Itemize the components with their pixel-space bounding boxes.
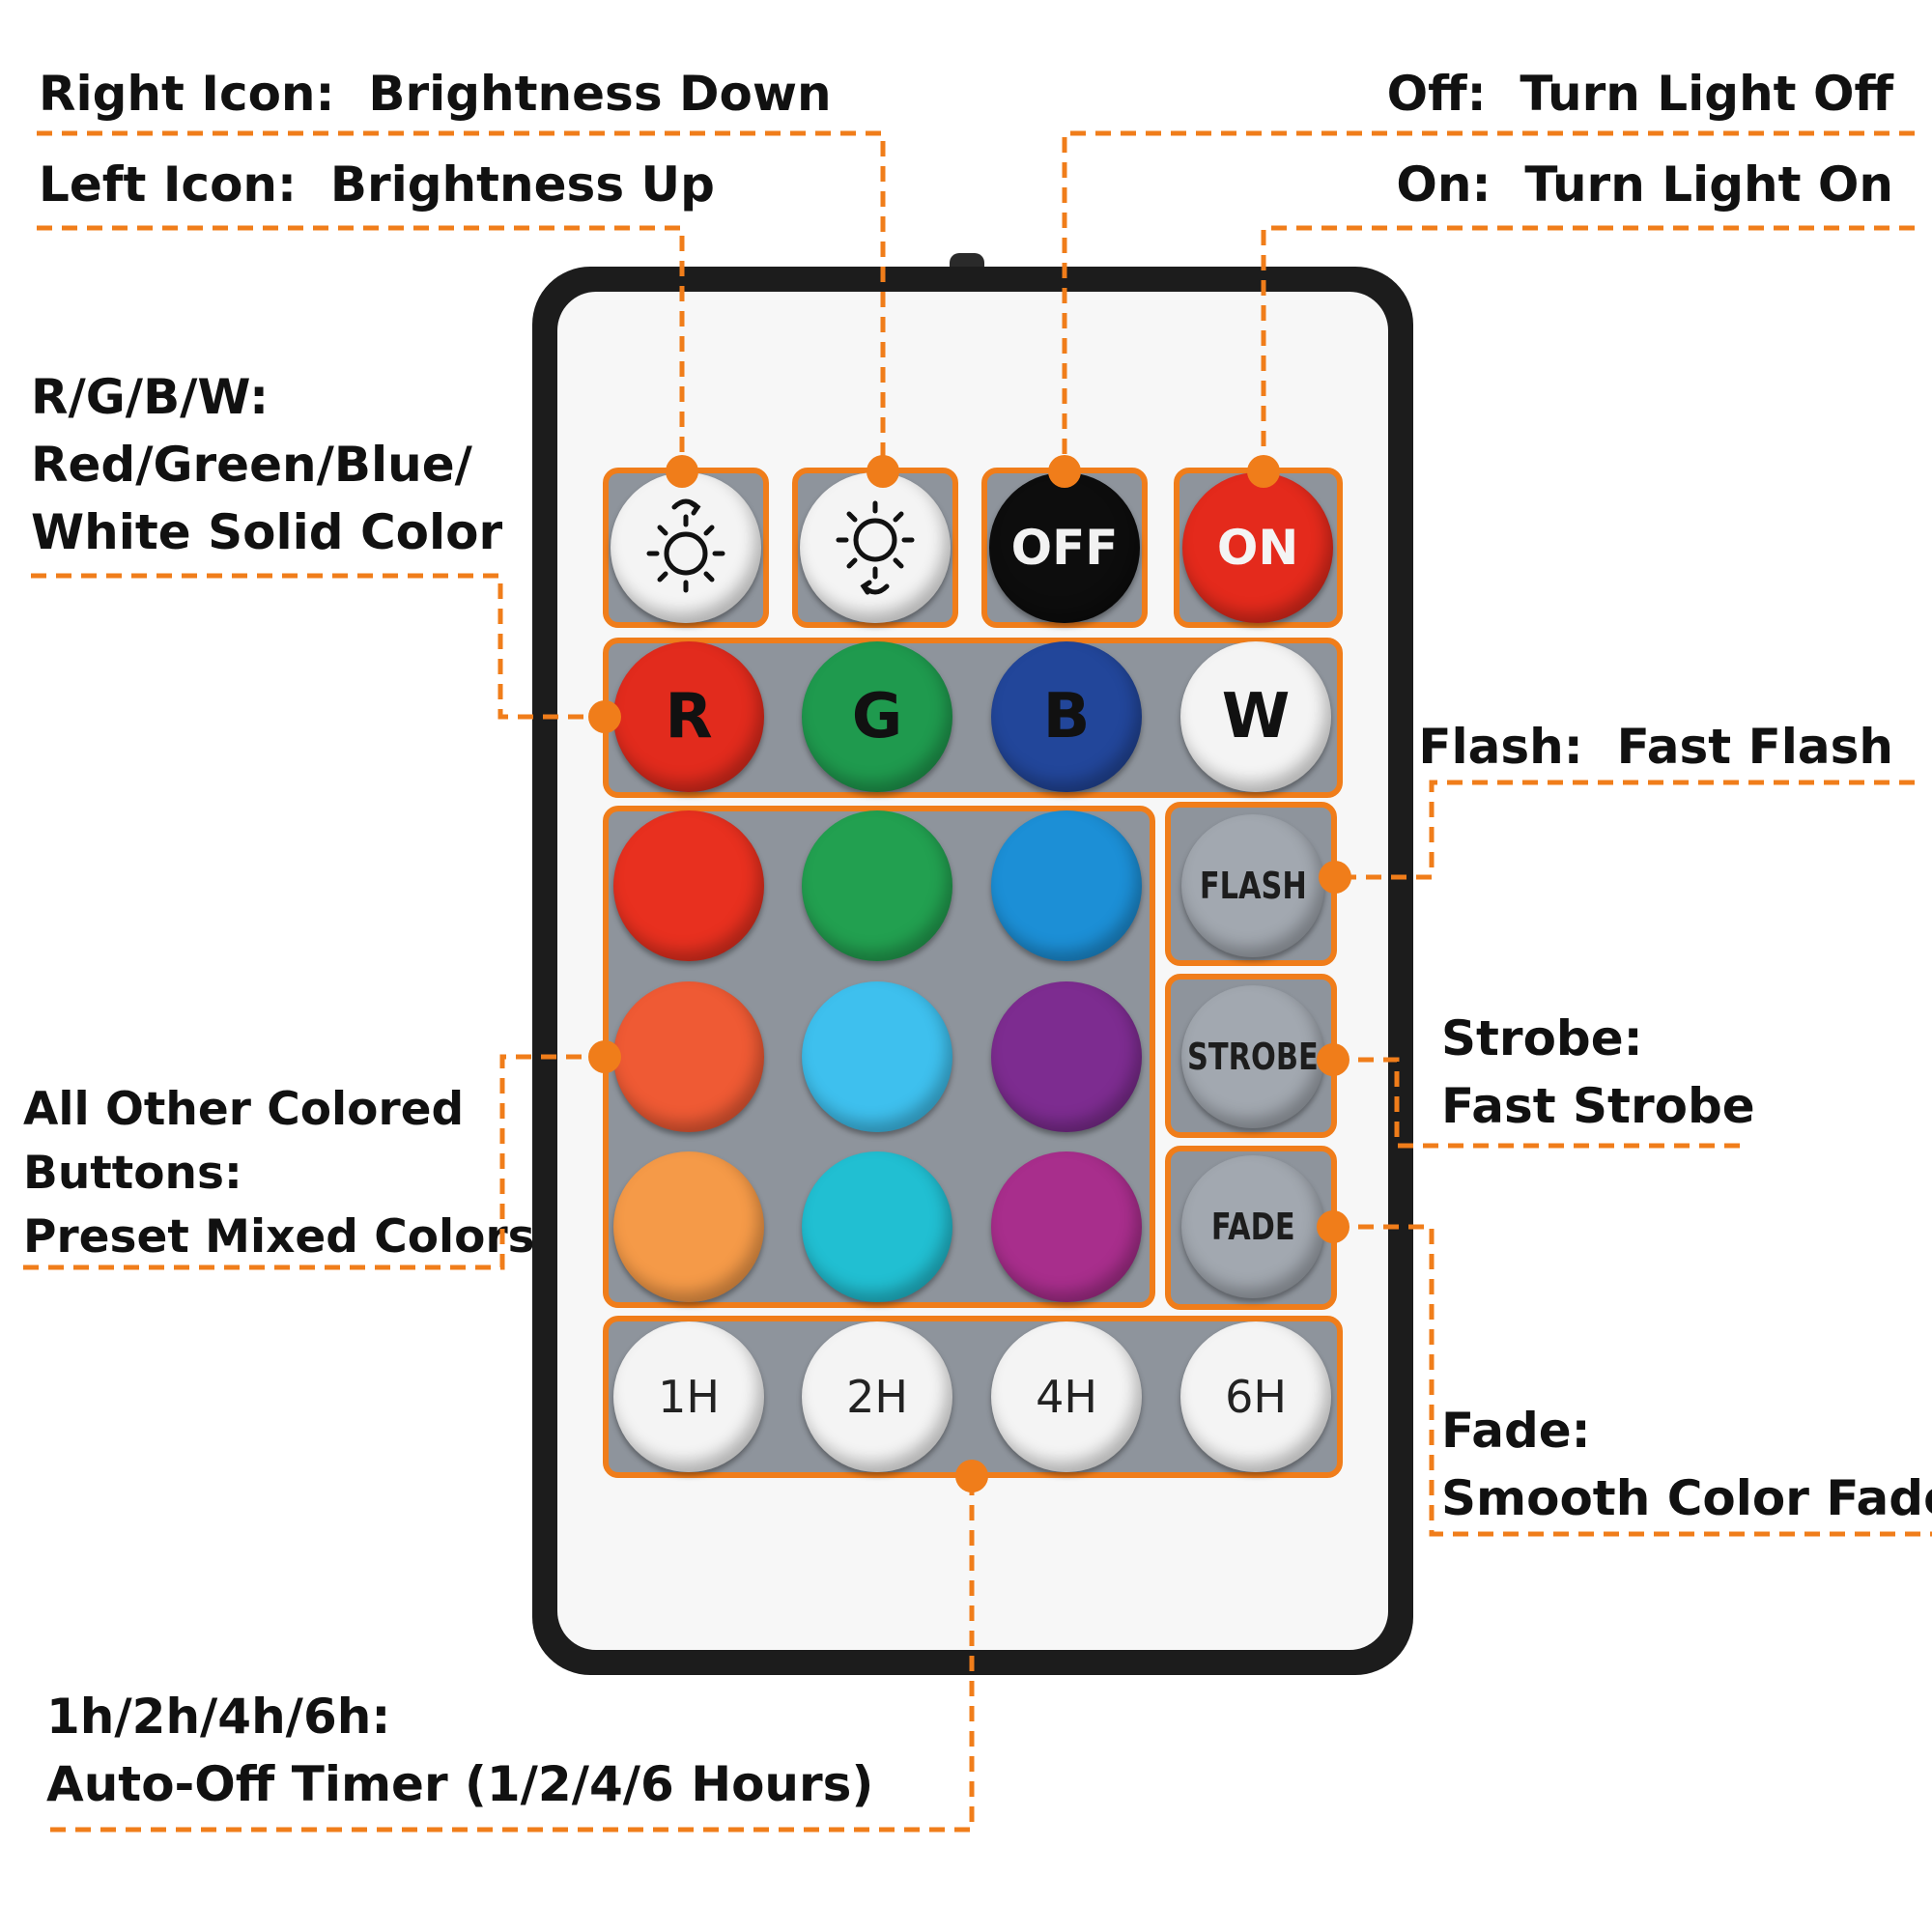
green-button-label: G [851,681,903,753]
off-button[interactable]: OFF [989,472,1140,623]
timer-4h-button[interactable]: 4H [991,1321,1142,1472]
leader-dot [867,455,899,488]
flash-button-label: FLASH [1199,865,1307,907]
preset-color-button[interactable] [613,1151,764,1302]
label-strobe: Strobe: Fast Strobe [1441,1010,1755,1134]
preset-color-button[interactable] [991,981,1142,1132]
label-flash: Flash: Fast Flash [1418,719,1893,775]
on-button[interactable]: ON [1182,472,1333,623]
leader-dot [1317,1043,1350,1076]
label-rgbw: R/G/B/W: Red/Green/Blue/ White Solid Col… [31,369,503,560]
timer-2h-button[interactable]: 2H [802,1321,952,1472]
label-brightness-down: Right Icon: Brightness Down [39,66,832,122]
brightness-up-icon [646,498,725,593]
timer-6h-button[interactable]: 6H [1180,1321,1331,1472]
blue-button[interactable]: B [991,641,1142,792]
red-button[interactable]: R [613,641,764,792]
red-button-label: R [665,681,713,753]
fade-button[interactable]: FADE [1181,1155,1324,1298]
fade-button-label: FADE [1210,1206,1295,1248]
timer-6h-label: 6H [1225,1371,1287,1423]
label-off: Off: Turn Light Off [1386,66,1893,122]
label-fade: Fade: Smooth Color Fade [1441,1403,1932,1526]
leader-dot [666,455,698,488]
leader-dot [1319,861,1351,894]
timer-4h-label: 4H [1036,1371,1097,1423]
timer-1h-label: 1H [658,1371,720,1423]
leader-dot [588,700,621,733]
leader-dot [588,1040,621,1073]
label-brightness-up: Left Icon: Brightness Up [39,156,715,213]
leader-dot [1048,455,1081,488]
flash-button[interactable]: FLASH [1181,814,1324,957]
timer-1h-button[interactable]: 1H [613,1321,764,1472]
timer-2h-label: 2H [846,1371,908,1423]
brightness-up-button[interactable] [611,472,761,623]
label-on: On: Turn Light On [1396,156,1893,213]
preset-color-button[interactable] [802,981,952,1132]
preset-color-button[interactable] [991,810,1142,961]
label-preset-colors: All Other Colored Buttons: Preset Mixed … [23,1083,535,1264]
brightness-down-icon [836,500,915,595]
preset-color-button[interactable] [613,810,764,961]
leader-dot [1317,1210,1350,1243]
white-button-label: W [1221,681,1291,753]
strobe-button[interactable]: STROBE [1181,985,1324,1128]
white-button[interactable]: W [1180,641,1331,792]
green-button[interactable]: G [802,641,952,792]
preset-color-button[interactable] [802,810,952,961]
blue-button-label: B [1042,681,1091,753]
off-button-label: OFF [1010,520,1119,576]
preset-color-button[interactable] [802,1151,952,1302]
label-timer: 1h/2h/4h/6h: Auto-Off Timer (1/2/4/6 Hou… [46,1689,874,1812]
leader-dot [955,1460,988,1492]
leader-dot [1247,455,1280,488]
strobe-button-label: STROBE [1187,1036,1319,1078]
preset-color-button[interactable] [613,981,764,1132]
preset-color-button[interactable] [991,1151,1142,1302]
brightness-down-button[interactable] [800,472,951,623]
on-button-label: ON [1216,520,1299,576]
